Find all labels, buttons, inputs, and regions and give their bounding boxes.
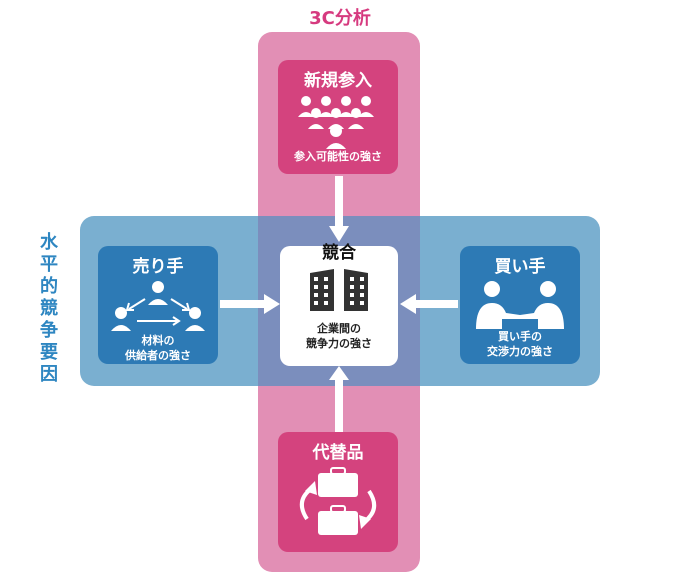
side-label-char: 因	[40, 364, 58, 385]
substitutes-title: 代替品	[312, 443, 364, 463]
handshake-icon	[476, 281, 564, 329]
diagram-title: 3C分析	[309, 8, 371, 29]
side-label: 水 平 的 競 争 要 因	[36, 232, 62, 386]
new-entrants-desc: 参入可能性の強さ	[294, 150, 382, 163]
group-people-icon	[298, 96, 374, 149]
buildings-icon	[310, 269, 368, 311]
competition-box: 競合 企業間の 競争力の強さ	[280, 243, 398, 366]
suppliers-desc-line2: 供給者の強さ	[125, 349, 191, 362]
supplier-network-icon	[111, 281, 205, 331]
side-label-char: 水	[40, 232, 58, 253]
buyers-desc-line2: 交渉力の強さ	[487, 345, 553, 358]
suppliers-desc-line1: 材料の	[141, 334, 175, 347]
substitutes-box: 代替品	[278, 432, 398, 552]
side-label-char: 要	[40, 342, 58, 363]
buyers-desc-line1: 買い手の	[498, 330, 542, 343]
competition-desc-line1: 企業間の	[317, 322, 361, 335]
suppliers-title: 売り手	[132, 257, 184, 277]
swap-bags-icon	[299, 467, 377, 535]
side-label-char: 競	[40, 298, 58, 319]
competition-desc-line2: 競争力の強さ	[306, 337, 372, 350]
side-label-char: 的	[40, 276, 58, 297]
side-label-char: 争	[40, 320, 58, 341]
new-entrants-title: 新規参入	[304, 71, 372, 91]
competition-title: 競合	[322, 243, 356, 263]
side-label-char: 平	[40, 254, 58, 275]
buyers-box: 買い手 買い手の 交渉力の強さ	[460, 246, 580, 364]
suppliers-box: 売り手 材料の 供給者の強さ	[98, 246, 218, 364]
new-entrants-box: 新規参入 参入可能性の強さ	[278, 60, 398, 174]
buyers-title: 買い手	[494, 257, 546, 277]
